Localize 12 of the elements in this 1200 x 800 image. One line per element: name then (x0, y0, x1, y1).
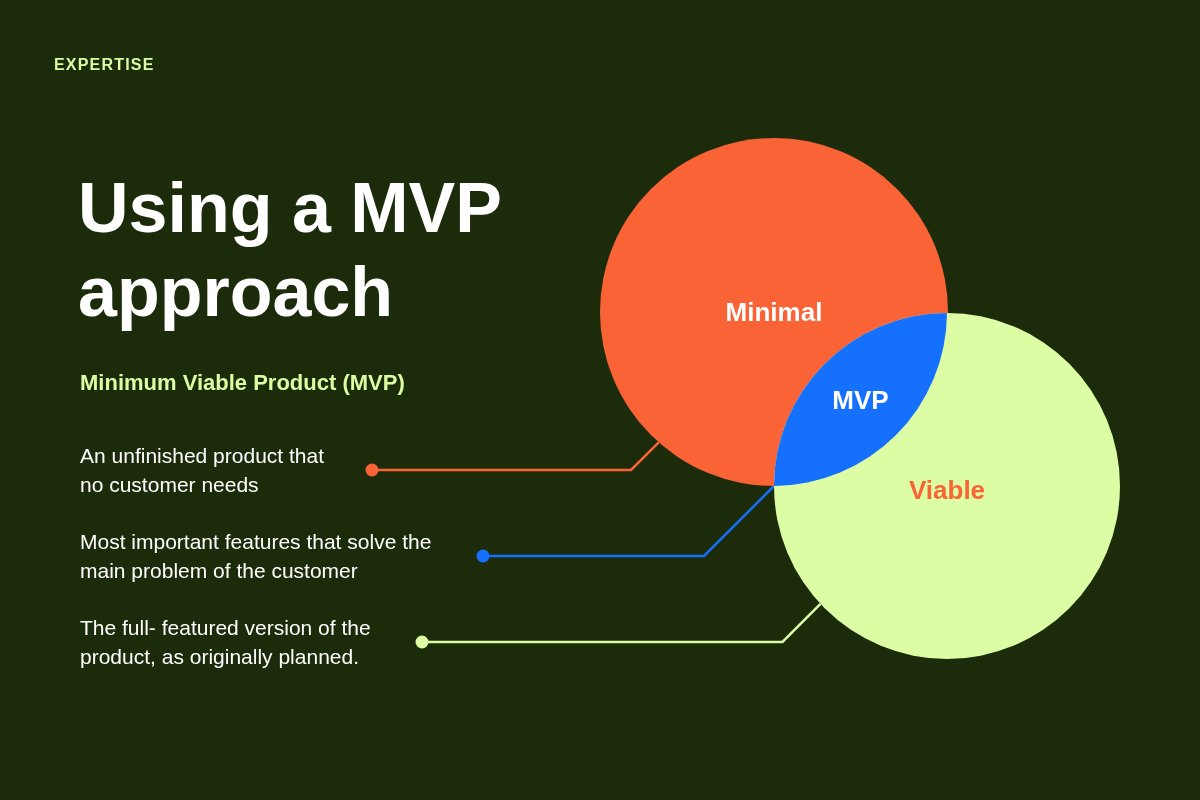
leader-line (365, 441, 660, 477)
description-text: Most important features that solve the main problem of the customer (80, 527, 483, 585)
description-text: An unfinished product that no customer needs (80, 441, 372, 499)
leader-line (476, 485, 775, 563)
circle-label: Minimal (725, 296, 823, 328)
leader-line (415, 603, 822, 649)
title: Using a MVP approach (78, 168, 502, 333)
circle-label: Viable (908, 474, 986, 506)
description-text: The full- featured version of the product, as originally planned. (80, 613, 422, 671)
subtitle: Minimum Viable Product (MVP) (80, 369, 405, 397)
category-label: EXPERTISE (54, 55, 155, 75)
overlap-label: MVP (832, 383, 889, 416)
